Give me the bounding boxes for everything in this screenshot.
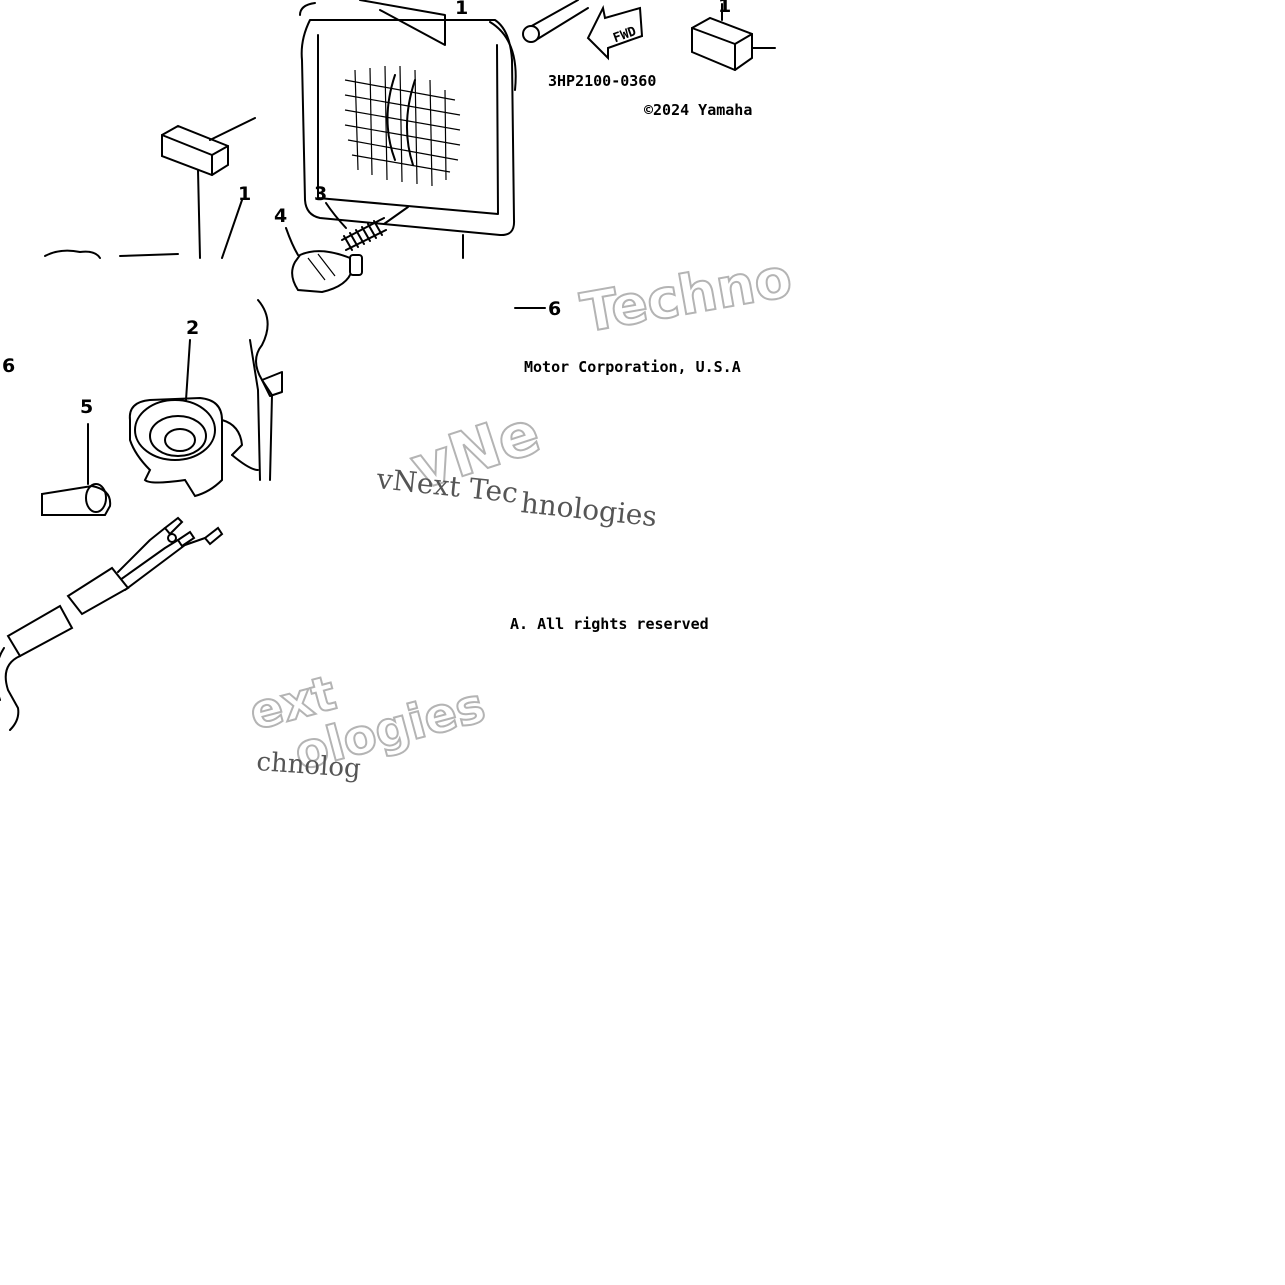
socket-fragment-top xyxy=(44,249,179,259)
bulb-part xyxy=(285,202,363,294)
rubber-block-left xyxy=(161,117,256,259)
callout-4: 4 xyxy=(274,205,287,227)
watermark: Techno vNe vNext Tec hnologies ext ologi… xyxy=(243,245,798,784)
fwd-arrow-icon: FWD xyxy=(586,4,644,61)
bolt-part xyxy=(522,0,589,43)
callout-1-top: 1 xyxy=(455,0,468,19)
callout-1-left: 1 xyxy=(238,183,251,205)
copyright-line1: ©2024 Yamaha xyxy=(644,101,752,119)
rubber-block-right xyxy=(691,3,776,72)
callout-3: 3 xyxy=(314,183,327,205)
copyright-line2: Motor Corporation, U.S.A xyxy=(524,358,741,376)
callout-2: 2 xyxy=(186,317,199,339)
headlight-lens xyxy=(299,0,517,259)
watermark-text-1: Techno xyxy=(576,246,796,345)
wiring-lead xyxy=(0,516,224,731)
part-code: 3HP2100-0360 xyxy=(548,72,656,90)
socket-part xyxy=(128,339,243,498)
spring-part xyxy=(341,206,409,251)
harness-bundle xyxy=(231,299,283,481)
callout-6-right: 6 xyxy=(548,298,561,320)
callout-5: 5 xyxy=(80,396,93,418)
callout-6-left: 6 xyxy=(2,355,15,377)
callout-1-right: 1 xyxy=(718,0,731,17)
grommet-part xyxy=(41,423,112,516)
copyright-line3: A. All rights reserved xyxy=(510,615,709,633)
callout-labels: 1 1 1 2 3 4 5 6 6 xyxy=(2,0,731,418)
watermark-text-7: chnolog xyxy=(256,747,362,784)
watermark-text-4: hnologies xyxy=(519,486,658,533)
